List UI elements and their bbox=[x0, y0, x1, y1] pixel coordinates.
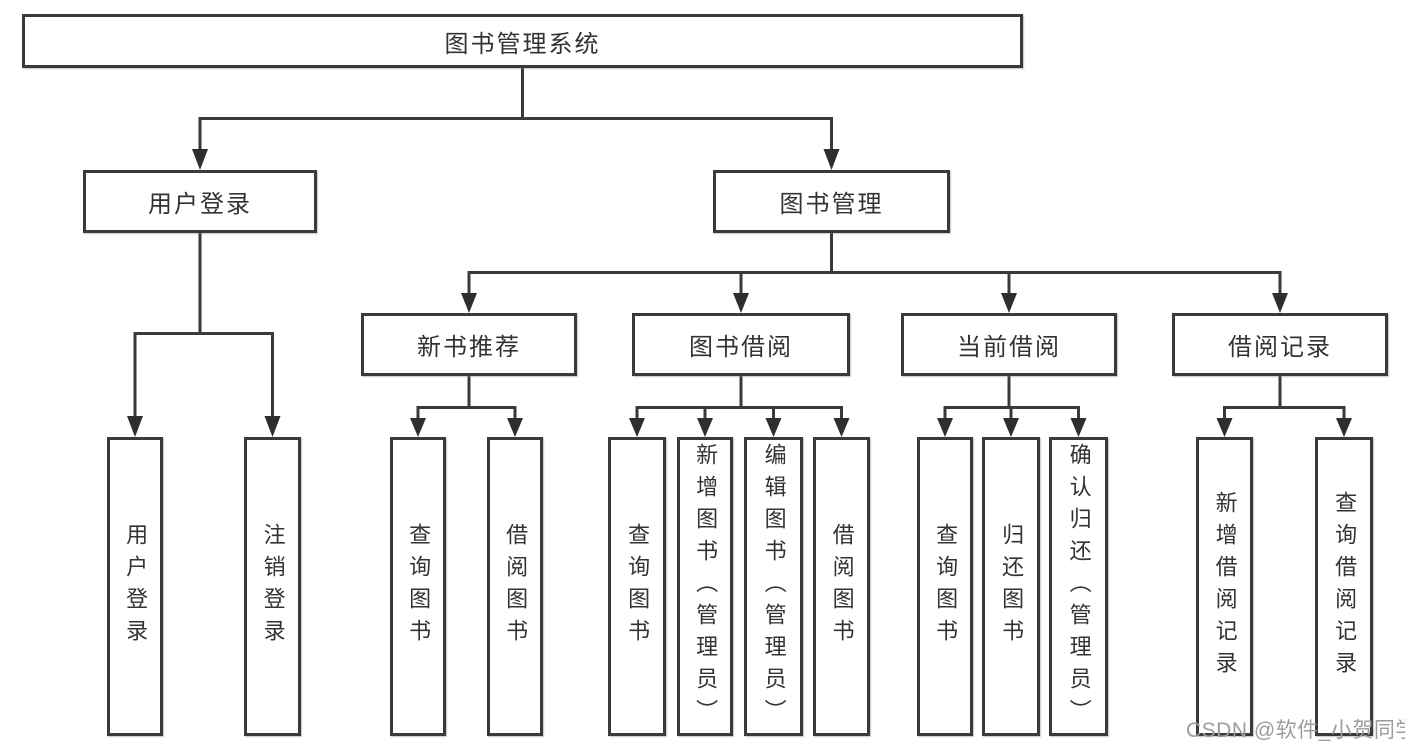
node-borrow-records-label: 借阅记录 bbox=[1228, 334, 1332, 361]
leaf-add-borrow-record: 新增借阅记录 bbox=[1196, 437, 1253, 736]
leaf-return-books: 归还图书 bbox=[982, 437, 1040, 736]
leaf-recommend-borrow-books-label: 借阅图书 bbox=[503, 522, 529, 651]
leaf-user-login: 用户登录 bbox=[107, 437, 163, 736]
node-book-borrow: 图书借阅 bbox=[632, 313, 850, 376]
node-book-management-label: 图书管理 bbox=[779, 191, 884, 218]
node-current-borrow-label: 当前借阅 bbox=[957, 334, 1061, 361]
leaf-recommend-borrow-books: 借阅图书 bbox=[487, 437, 543, 736]
node-user-login: 用户登录 bbox=[83, 170, 317, 233]
leaf-query-borrow-record: 查询借阅记录 bbox=[1315, 437, 1373, 736]
leaf-logout-label: 注销登录 bbox=[260, 522, 286, 651]
edge-book-borrow-trunk bbox=[637, 376, 842, 409]
leaf-return-books-label: 归还图书 bbox=[999, 522, 1025, 651]
leaf-confirm-return-admin: 确认归还（管理员） bbox=[1049, 437, 1108, 736]
edge-user-login-trunk bbox=[135, 233, 273, 335]
edge-current-borrow-trunk bbox=[945, 376, 1079, 409]
leaf-borrow-query-books: 查询图书 bbox=[608, 437, 666, 736]
leaf-edit-books-admin-label: 编辑图书（管理员） bbox=[761, 442, 787, 731]
node-root-label: 图书管理系统 bbox=[444, 30, 601, 58]
node-book-management: 图书管理 bbox=[713, 170, 950, 233]
edge-new-book-trunk bbox=[418, 376, 515, 409]
node-book-borrow-label: 图书借阅 bbox=[689, 334, 793, 361]
leaf-edit-books-admin: 编辑图书（管理员） bbox=[744, 437, 803, 736]
node-root: 图书管理系统 bbox=[22, 14, 1023, 68]
node-user-login-label: 用户登录 bbox=[148, 191, 252, 218]
csdn-watermark: CSDN @软件_小贺同学 bbox=[1186, 719, 1405, 742]
leaf-add-borrow-record-label: 新增借阅记录 bbox=[1212, 490, 1238, 683]
leaf-recommend-query-books: 查询图书 bbox=[390, 437, 446, 736]
leaf-borrow-books-label: 借阅图书 bbox=[829, 522, 855, 651]
edge-borrow-records-trunk bbox=[1224, 376, 1344, 409]
leaf-user-login-label: 用户登录 bbox=[123, 522, 149, 651]
leaf-logout: 注销登录 bbox=[244, 437, 301, 736]
leaf-current-query-books: 查询图书 bbox=[917, 437, 973, 736]
node-current-borrow: 当前借阅 bbox=[901, 313, 1117, 376]
leaf-recommend-query-books-label: 查询图书 bbox=[406, 522, 432, 651]
node-new-book-recommend-label: 新书推荐 bbox=[417, 334, 521, 361]
arrowheads bbox=[127, 149, 1352, 437]
leaf-confirm-return-admin-label: 确认归还（管理员） bbox=[1066, 442, 1092, 731]
leaf-borrow-query-books-label: 查询图书 bbox=[625, 522, 651, 651]
node-borrow-records: 借阅记录 bbox=[1172, 313, 1388, 376]
leaf-borrow-books: 借阅图书 bbox=[813, 437, 870, 736]
leaf-current-query-books-label: 查询图书 bbox=[933, 522, 959, 651]
edge-book-mgmt-trunk bbox=[469, 233, 1280, 274]
edge-root-trunk bbox=[200, 68, 832, 120]
leaf-query-borrow-record-label: 查询借阅记录 bbox=[1332, 490, 1358, 683]
leaf-add-books-admin-label: 新增图书（管理员） bbox=[693, 442, 719, 731]
leaf-add-books-admin: 新增图书（管理员） bbox=[677, 437, 733, 736]
node-new-book-recommend: 新书推荐 bbox=[361, 313, 577, 376]
